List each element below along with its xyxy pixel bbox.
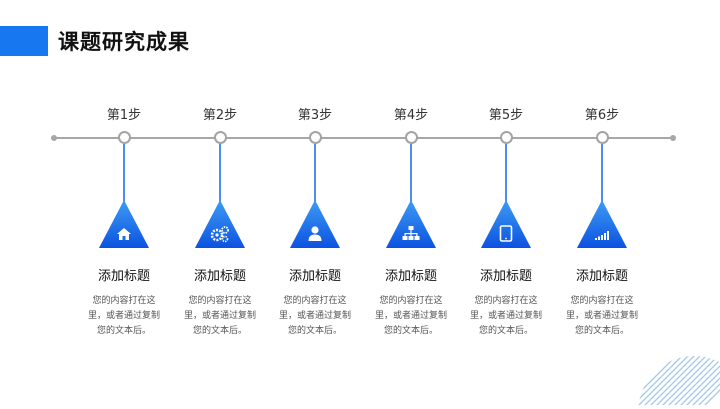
step-label: 第5步 bbox=[488, 108, 524, 123]
timeline-end-dot bbox=[670, 135, 676, 141]
timeline-line bbox=[54, 137, 673, 139]
page-title: 课题研究成果 bbox=[58, 30, 190, 54]
timeline-node bbox=[500, 131, 513, 144]
timeline-node bbox=[214, 131, 227, 144]
step-description: 您的内容打在这里，或者通过复制您的文本后。 bbox=[88, 296, 161, 336]
step-description: 您的内容打在这里，或者通过复制您的文本后。 bbox=[566, 296, 639, 336]
step-triangle bbox=[99, 200, 149, 248]
hierarchy-icon bbox=[402, 226, 420, 240]
gears-icon bbox=[210, 226, 229, 243]
step-3: 第3步 添加标题 您的内容打在这里，或者通过复制您的文本后。 bbox=[267, 0, 363, 405]
home-icon bbox=[117, 228, 131, 240]
step-triangle bbox=[577, 200, 627, 248]
step-triangle bbox=[195, 200, 245, 248]
timeline-node bbox=[405, 131, 418, 144]
step-6: 第6步 添加标题 您的内容打在这里，或者通过复制您的文本后。 bbox=[554, 0, 650, 405]
step-heading: 添加标题 bbox=[479, 269, 532, 284]
step-heading: 添加标题 bbox=[288, 269, 341, 284]
step-2: 第2步 添加标题 您的内容打在这里，或者通过复制您的文本后。 bbox=[172, 0, 268, 405]
timeline-start-dot bbox=[51, 135, 57, 141]
step-description: 您的内容打在这里，或者通过复制您的文本后。 bbox=[184, 296, 257, 336]
step-heading: 添加标题 bbox=[97, 269, 150, 284]
step-description: 您的内容打在这里，或者通过复制您的文本后。 bbox=[375, 296, 448, 336]
tablet-icon bbox=[499, 225, 513, 242]
step-label: 第4步 bbox=[393, 108, 429, 123]
signal-icon bbox=[595, 231, 609, 240]
step-description: 您的内容打在这里，或者通过复制您的文本后。 bbox=[279, 296, 352, 336]
step-description: 您的内容打在这里，或者通过复制您的文本后。 bbox=[470, 296, 543, 336]
step-connector bbox=[314, 144, 316, 206]
decorative-hatch-pattern bbox=[636, 354, 720, 409]
step-heading: 添加标题 bbox=[193, 269, 246, 284]
timeline-node bbox=[118, 131, 131, 144]
timeline-node bbox=[309, 131, 322, 144]
step-label: 第6步 bbox=[584, 108, 620, 123]
step-triangle bbox=[386, 200, 436, 248]
step-label: 第2步 bbox=[202, 108, 238, 123]
step-triangle bbox=[481, 200, 531, 248]
step-1: 第1步 添加标题 您的内容打在这里，或者通过复制您的文本后。 bbox=[76, 0, 172, 405]
step-connector bbox=[123, 144, 125, 206]
step-connector bbox=[410, 144, 412, 206]
step-connector bbox=[505, 144, 507, 206]
title-accent-bar bbox=[0, 26, 48, 56]
step-5: 第5步 添加标题 您的内容打在这里，或者通过复制您的文本后。 bbox=[458, 0, 554, 405]
step-label: 第1步 bbox=[106, 108, 142, 123]
step-connector bbox=[219, 144, 221, 206]
step-triangle bbox=[290, 200, 340, 248]
step-4: 第4步 添加标题 您的内容打在这里，或者通过复制您的文本后。 bbox=[363, 0, 459, 405]
step-connector bbox=[601, 144, 603, 206]
step-heading: 添加标题 bbox=[384, 269, 437, 284]
timeline-node bbox=[596, 131, 609, 144]
step-label: 第3步 bbox=[297, 108, 333, 123]
step-heading: 添加标题 bbox=[575, 269, 628, 284]
user-icon bbox=[308, 226, 322, 241]
